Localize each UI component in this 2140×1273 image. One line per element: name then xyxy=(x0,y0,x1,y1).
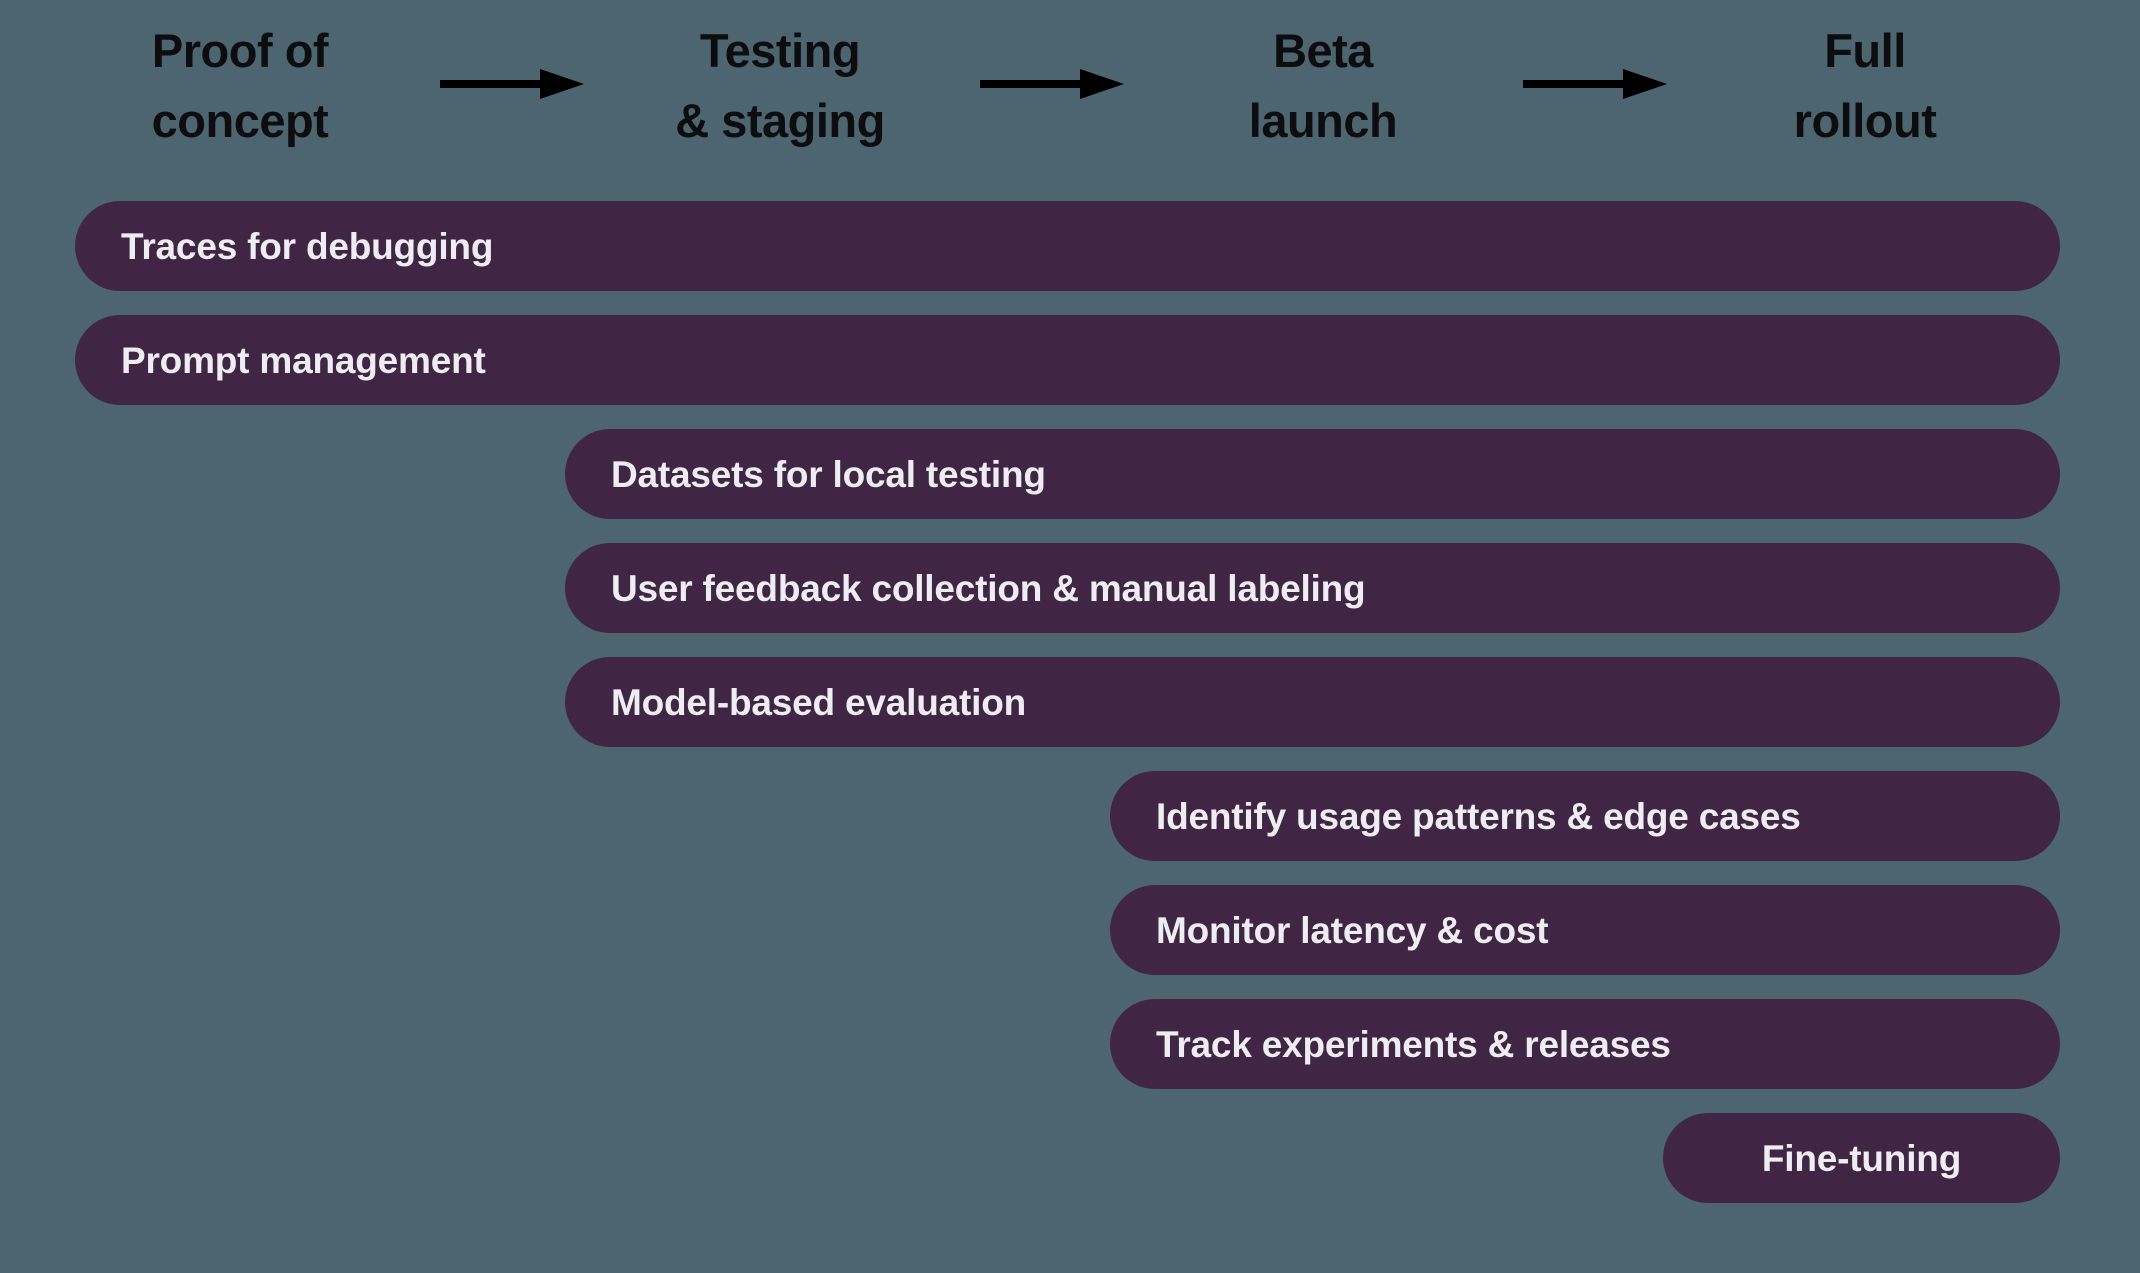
capability-bar[interactable]: Monitor latency & cost xyxy=(1110,885,2060,975)
capability-bar-label: Fine-tuning xyxy=(1761,1137,1962,1179)
capability-bar-label: Datasets for local testing xyxy=(611,453,1046,495)
capability-bar-label: Prompt management xyxy=(121,339,486,381)
phase-label-testing-and-staging: Testing & staging xyxy=(675,24,885,147)
capability-bar-label: Identify usage patterns & edge cases xyxy=(1156,795,1801,837)
capability-bar[interactable]: Traces for debugging xyxy=(75,201,2060,291)
phase-label-proof-of-concept: Proof of concept xyxy=(151,24,329,147)
capability-bar-label: User feedback collection & manual labeli… xyxy=(611,567,1366,609)
capability-bar[interactable]: Prompt management xyxy=(75,315,2060,405)
capability-bar-label: Traces for debugging xyxy=(121,225,494,267)
capability-bar[interactable]: User feedback collection & manual labeli… xyxy=(565,543,2060,633)
capability-bar-label: Track experiments & releases xyxy=(1156,1023,1671,1065)
arrow-beta-to-rollout-icon xyxy=(1523,68,1667,100)
capability-bar[interactable]: Model-based evaluation xyxy=(565,657,2060,747)
phase-label-full-rollout: Full rollout xyxy=(1793,24,1937,147)
capability-bar[interactable]: Identify usage patterns & edge cases xyxy=(1110,771,2060,861)
phase-label-beta-launch: Beta launch xyxy=(1248,24,1398,147)
capability-bar[interactable]: Track experiments & releases xyxy=(1110,999,2060,1089)
capability-bar[interactable]: Fine-tuning xyxy=(1663,1113,2060,1203)
capability-bar[interactable]: Datasets for local testing xyxy=(565,429,2060,519)
arrow-testing-to-beta-icon xyxy=(980,68,1124,100)
arrow-poc-to-testing-icon xyxy=(440,68,584,100)
capability-bar-label: Model-based evaluation xyxy=(611,681,1027,723)
capability-bar-label: Monitor latency & cost xyxy=(1156,909,1549,951)
